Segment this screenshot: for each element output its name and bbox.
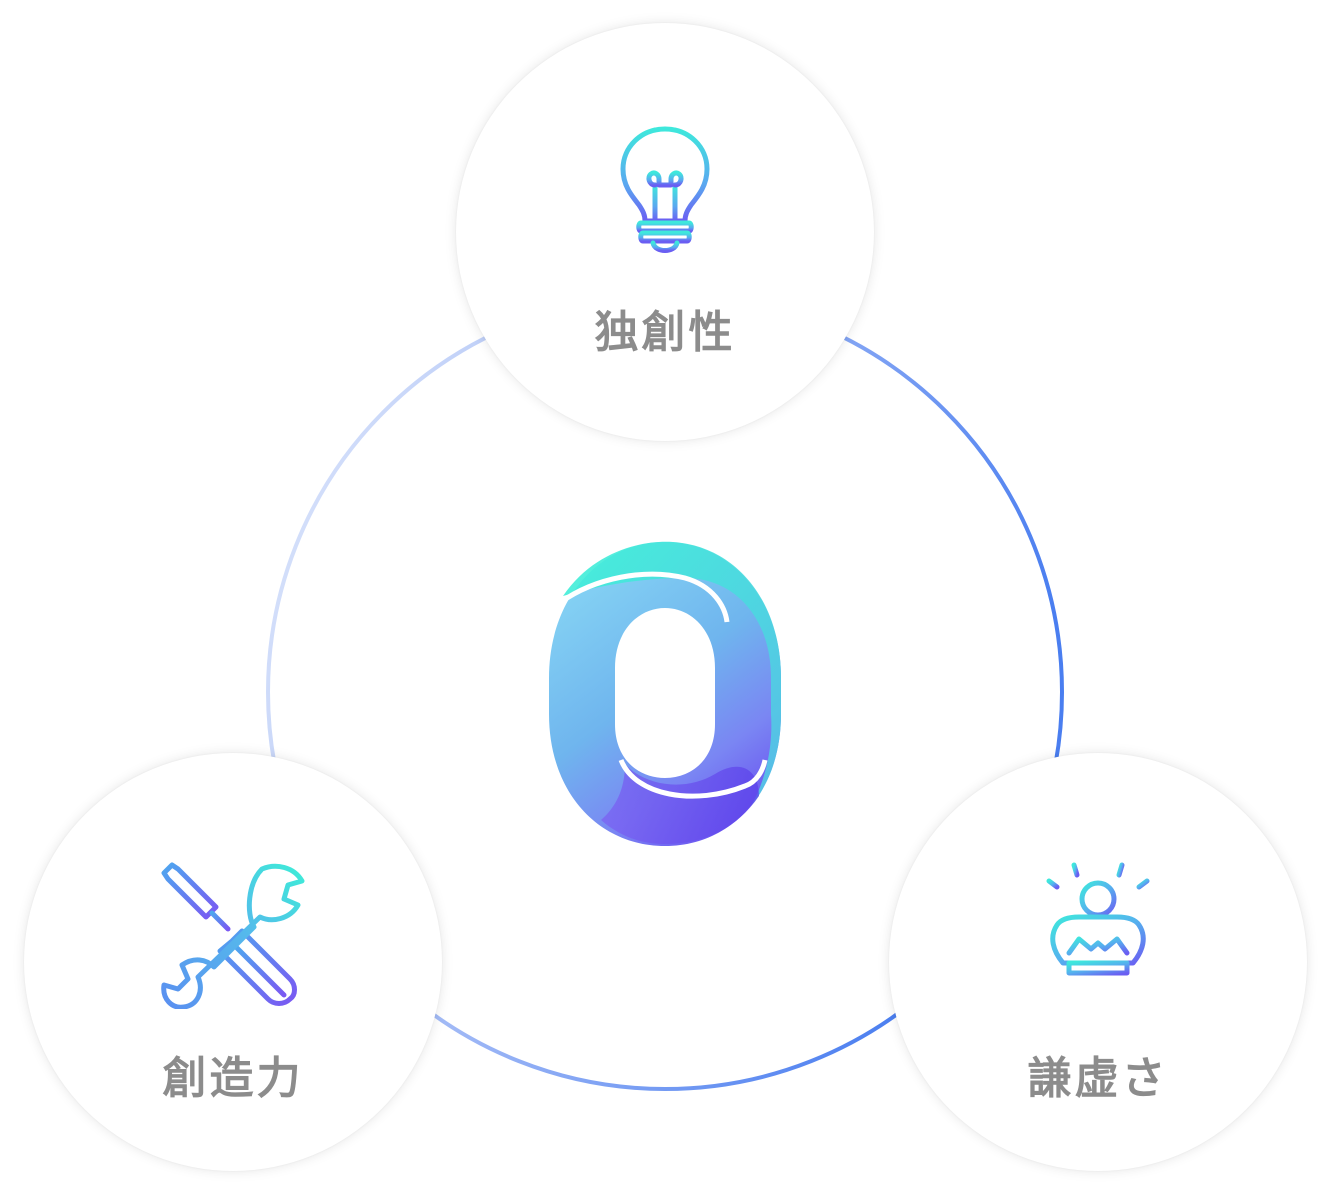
node-label: 謙虚さ xyxy=(1027,1053,1169,1104)
node-creativity: 創造力 xyxy=(24,753,442,1171)
node-label: 独創性 xyxy=(594,307,736,358)
lightbulb-icon xyxy=(620,126,710,253)
node-originality: 独創性 xyxy=(456,23,874,441)
node-humility: 謙虚さ xyxy=(889,753,1307,1171)
person-shining-icon xyxy=(1046,854,1150,976)
wrench-screwdriver-icon xyxy=(161,862,305,1009)
node-label: 創造力 xyxy=(162,1053,304,1104)
center-logo xyxy=(545,538,785,854)
o-logo-icon xyxy=(549,541,781,846)
